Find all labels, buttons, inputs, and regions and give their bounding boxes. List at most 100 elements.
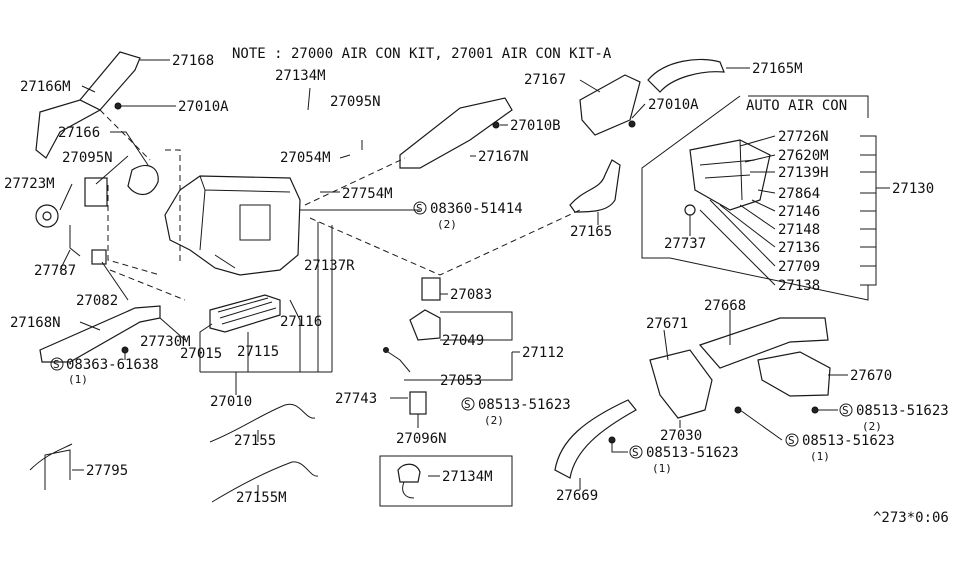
screw-symbol-icon bbox=[50, 357, 64, 371]
label-27010A-left: 27010A bbox=[178, 99, 229, 115]
evaporator-27015 bbox=[209, 294, 281, 333]
part-27795 bbox=[29, 443, 73, 490]
label-27709: 27709 bbox=[778, 259, 820, 275]
label-27754M: 27754M bbox=[342, 186, 393, 202]
screw-symbol-s: S bbox=[53, 358, 60, 371]
screw-symbol-icon bbox=[629, 445, 643, 459]
heater-unit-detail bbox=[199, 175, 291, 269]
screw-symbol-s: S bbox=[464, 398, 471, 411]
duct-27168N bbox=[39, 305, 161, 363]
qty-08363: (1) bbox=[68, 373, 88, 386]
label-27167: 27167 bbox=[524, 72, 566, 88]
label-27082: 27082 bbox=[76, 293, 118, 309]
label-27864: 27864 bbox=[778, 186, 820, 202]
duct-27030 bbox=[649, 349, 713, 419]
screw-symbol-s: S bbox=[842, 404, 849, 417]
label-27130: 27130 bbox=[892, 181, 934, 197]
qty-08513-r2: (1) bbox=[810, 450, 830, 463]
label-27726N: 27726N bbox=[778, 129, 829, 145]
duct-27168 bbox=[79, 51, 141, 111]
label-27134M-box: 27134M bbox=[442, 469, 493, 485]
detail-box-27134M bbox=[379, 455, 513, 507]
dashed-lines bbox=[99, 109, 581, 301]
sensor-27787 bbox=[69, 225, 81, 257]
label-08513-51623-bottom: 08513-51623 bbox=[646, 445, 739, 461]
label-27095N-left: 27095N bbox=[62, 150, 113, 166]
label-27168: 27168 bbox=[172, 53, 214, 69]
heater-unit bbox=[164, 175, 301, 276]
part-27134M-box bbox=[397, 463, 421, 483]
label-27166M: 27166M bbox=[20, 79, 71, 95]
actuator-27095N bbox=[84, 177, 108, 207]
label-27743: 27743 bbox=[335, 391, 377, 407]
part-27082 bbox=[91, 249, 107, 265]
label-27165: 27165 bbox=[570, 224, 612, 240]
label-27155: 27155 bbox=[234, 433, 276, 449]
bolt-icon bbox=[121, 346, 129, 354]
hose-27166 bbox=[127, 165, 159, 196]
label-27670: 27670 bbox=[850, 368, 892, 384]
label-27155M: 27155M bbox=[236, 490, 287, 506]
label-27134M-top: 27134M bbox=[275, 68, 326, 84]
evaporator-fins bbox=[217, 297, 277, 325]
harness-27155M bbox=[211, 461, 319, 503]
label-27146: 27146 bbox=[778, 204, 820, 220]
part-27737 bbox=[684, 204, 696, 216]
label-27737: 27737 bbox=[664, 236, 706, 252]
auto-air-con-outline bbox=[641, 95, 869, 301]
leader-lines bbox=[59, 59, 890, 496]
label-27054M: 27054M bbox=[280, 150, 331, 166]
duct-27167 bbox=[579, 74, 641, 136]
auto-air-con-unit bbox=[689, 139, 771, 211]
bolt-icon bbox=[114, 102, 122, 110]
harness-27155 bbox=[209, 403, 316, 443]
bolt-icon bbox=[734, 406, 742, 414]
label-27730M: 27730M bbox=[140, 334, 191, 350]
note-text: NOTE : 27000 AIR CON KIT, 27001 AIR CON … bbox=[232, 46, 612, 62]
bolt-icon bbox=[811, 406, 819, 414]
bracket-27049 bbox=[409, 309, 441, 341]
duct-27669 bbox=[554, 399, 637, 479]
screw-symbol-s: S bbox=[788, 434, 795, 447]
bolt-markers bbox=[114, 102, 819, 444]
label-27137R: 27137R bbox=[304, 258, 355, 274]
duct-27167N bbox=[399, 97, 513, 169]
duct-27166M bbox=[35, 99, 102, 159]
label-27115: 27115 bbox=[237, 344, 279, 360]
bolt-icon bbox=[608, 436, 616, 444]
qty-08513-r1: (2) bbox=[862, 420, 882, 433]
label-27671: 27671 bbox=[646, 316, 688, 332]
auto-air-con-unit-detail bbox=[699, 139, 756, 201]
label-27148: 27148 bbox=[778, 222, 820, 238]
motor-27723M-hub bbox=[42, 211, 52, 221]
screw-symbol-icon bbox=[461, 397, 475, 411]
label-27165M: 27165M bbox=[752, 61, 803, 77]
screw-symbol-icon bbox=[413, 201, 427, 215]
label-27167N: 27167N bbox=[478, 149, 529, 165]
label-27116: 27116 bbox=[280, 314, 322, 330]
footer-code: ^273*0:06 bbox=[873, 510, 949, 526]
hose-27165 bbox=[569, 159, 621, 213]
label-27620M: 27620M bbox=[778, 148, 829, 164]
label-27168N: 27168N bbox=[10, 315, 61, 331]
part-27053 bbox=[384, 349, 411, 373]
part-27134M-lead bbox=[402, 481, 415, 499]
label-08363-61638: 08363-61638 bbox=[66, 357, 159, 373]
label-08513-51623-r2: 08513-51623 bbox=[802, 433, 895, 449]
qty-08513-bottom: (1) bbox=[652, 462, 672, 475]
auto-air-con-title: AUTO AIR CON bbox=[746, 98, 847, 114]
label-27083: 27083 bbox=[450, 287, 492, 303]
duct-27670 bbox=[757, 351, 831, 397]
label-27139H: 27139H bbox=[778, 165, 829, 181]
screw-symbol-icon bbox=[839, 403, 853, 417]
qty-08513-mid: (2) bbox=[484, 414, 504, 427]
part-labels: 27168 27166M 27010A 27166 27095N 27723M … bbox=[4, 53, 949, 526]
label-27010: 27010 bbox=[210, 394, 252, 410]
label-27668: 27668 bbox=[704, 298, 746, 314]
label-27723M: 27723M bbox=[4, 176, 55, 192]
qty-08360: (2) bbox=[437, 218, 457, 231]
label-27795: 27795 bbox=[86, 463, 128, 479]
part-27743 bbox=[409, 391, 427, 415]
